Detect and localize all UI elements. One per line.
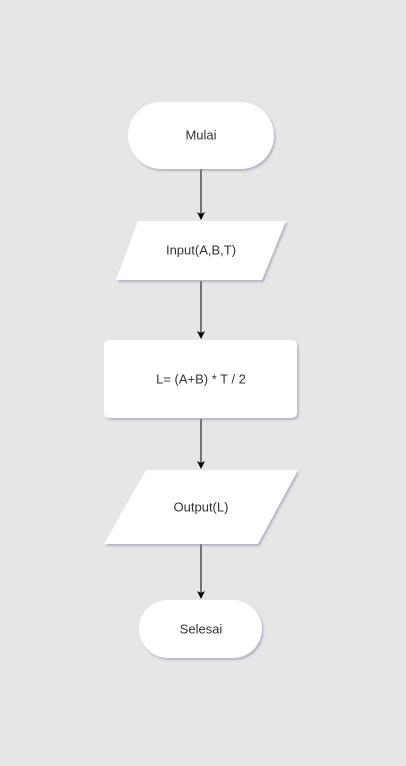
edge-start-to-input <box>197 169 205 220</box>
input-shape <box>116 221 286 280</box>
end-shape <box>139 600 262 658</box>
output-shape <box>104 470 298 544</box>
output-label: Output(L) <box>174 499 229 514</box>
input-label: Input(A,B,T) <box>166 242 236 257</box>
process-node[interactable]: L= (A+B) * T / 2 <box>104 340 297 418</box>
output-node[interactable]: Output(L) <box>104 470 298 544</box>
edge-input-to-process <box>197 281 205 339</box>
start-label: Mulai <box>185 127 216 142</box>
edge-output-to-end <box>197 544 205 599</box>
edge-process-to-output <box>197 419 205 469</box>
input-node[interactable]: Input(A,B,T) <box>116 221 286 280</box>
process-shape <box>104 340 297 418</box>
start-node[interactable]: Mulai <box>128 102 274 169</box>
process-label: L= (A+B) * T / 2 <box>156 371 246 386</box>
end-node[interactable]: Selesai <box>139 600 262 658</box>
start-shape <box>128 102 274 169</box>
end-label: Selesai <box>180 621 223 636</box>
